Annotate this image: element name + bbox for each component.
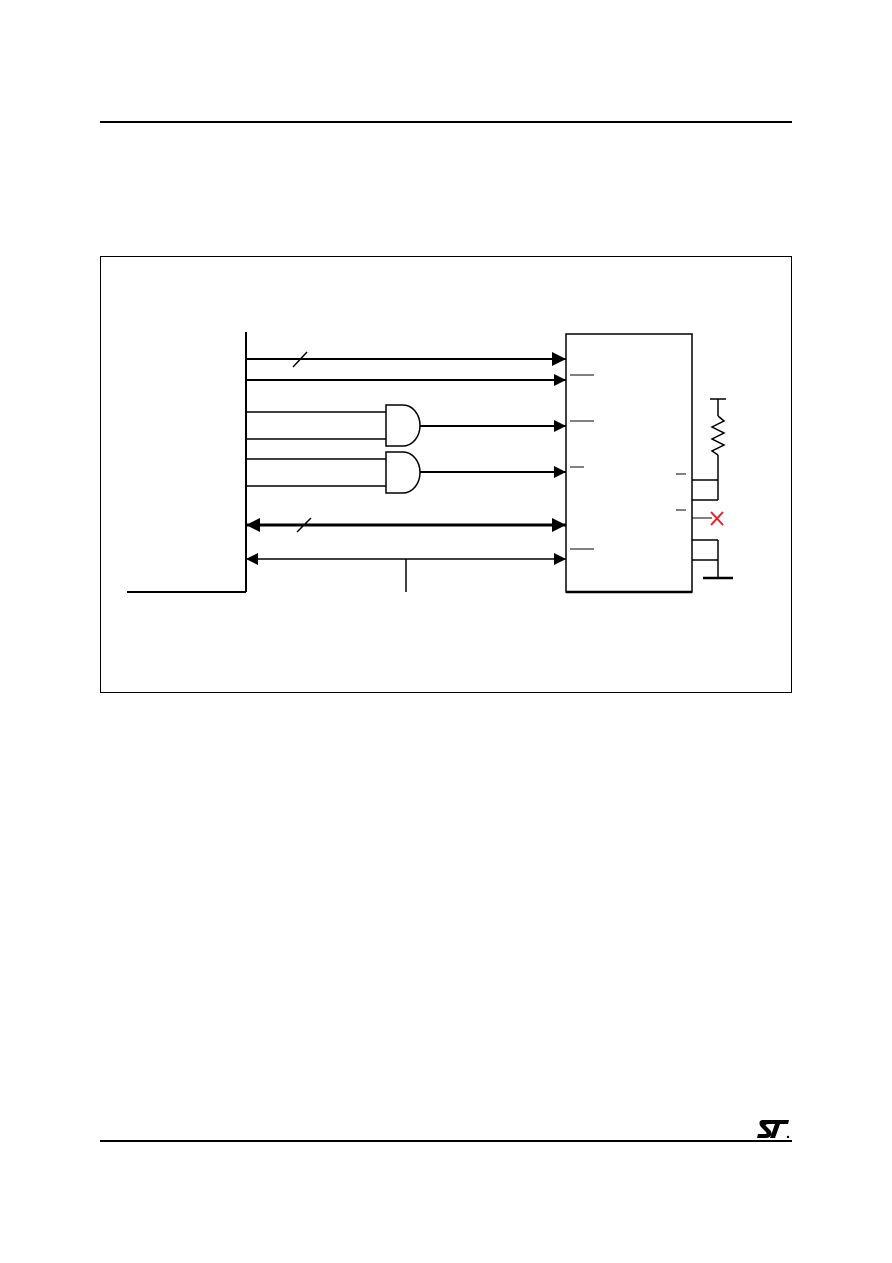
figure-frame bbox=[100, 256, 792, 693]
bus-slash bbox=[296, 517, 312, 533]
and-gate-2 bbox=[246, 451, 566, 494]
data-bus bbox=[246, 517, 566, 533]
st-logo-icon bbox=[757, 1120, 790, 1139]
bus-slash bbox=[292, 351, 308, 368]
bidirectional-line bbox=[246, 553, 566, 592]
address-bus bbox=[246, 351, 566, 368]
controller-block bbox=[127, 332, 247, 593]
ground-symbol bbox=[692, 539, 733, 580]
header-rule bbox=[100, 121, 792, 123]
memory-block bbox=[565, 333, 693, 593]
footer-rule bbox=[100, 1140, 792, 1142]
no-connect-marker bbox=[692, 511, 724, 526]
and-gate-1 bbox=[246, 404, 566, 447]
pull-up-resistor bbox=[692, 398, 726, 501]
